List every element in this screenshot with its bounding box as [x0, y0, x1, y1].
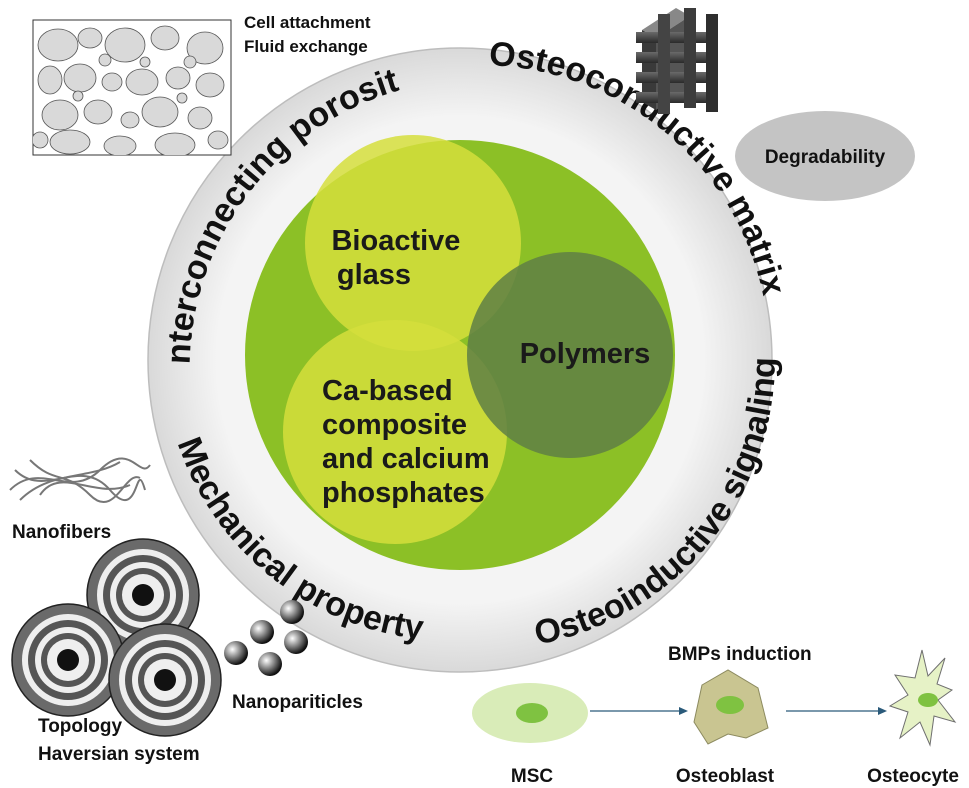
- nanoparticles-label: Nanopariticles: [232, 692, 363, 713]
- ca-composite-circle: [283, 320, 507, 544]
- arrowhead-2: [878, 707, 887, 715]
- osteon-right: [108, 623, 222, 737]
- polymers-label: Polymers: [520, 338, 651, 370]
- bmps-induction-label: BMPs induction: [668, 644, 812, 665]
- porosity-caption: Cell attachment Fluid exchange: [244, 13, 375, 56]
- osteon-left: [11, 603, 125, 717]
- haversian-osteons-illustration: [11, 538, 222, 737]
- msc-label: MSC: [511, 766, 554, 787]
- nanofibers-illustration: [9, 457, 151, 503]
- porous-structure-illustration: [32, 19, 232, 156]
- topology-label: Topology Haversian system: [38, 716, 200, 765]
- arrowhead-1: [679, 707, 688, 715]
- osteocyte-cell: [888, 649, 957, 747]
- msc-cell: [472, 683, 588, 743]
- scaffold-lattice-icon: [636, 8, 718, 114]
- osteoblast-label: Osteoblast: [676, 766, 775, 787]
- ca-composite-label: Ca-based composite and calcium phosphate…: [322, 375, 498, 509]
- bioactive-glass-circle: [305, 135, 521, 351]
- degradability-ellipse: [735, 111, 915, 201]
- osteoblast-cell: [693, 669, 769, 745]
- osteocyte-label: Osteocyte: [867, 766, 959, 787]
- nanoparticles-illustration: [224, 600, 308, 676]
- bioactive-glass-label: Bioactive glass: [331, 225, 468, 291]
- osteon-top: [86, 538, 200, 652]
- degradability-label: Degradability: [765, 147, 886, 168]
- nanofibers-label: Nanofibers: [12, 522, 111, 543]
- polymers-circle: [467, 252, 673, 458]
